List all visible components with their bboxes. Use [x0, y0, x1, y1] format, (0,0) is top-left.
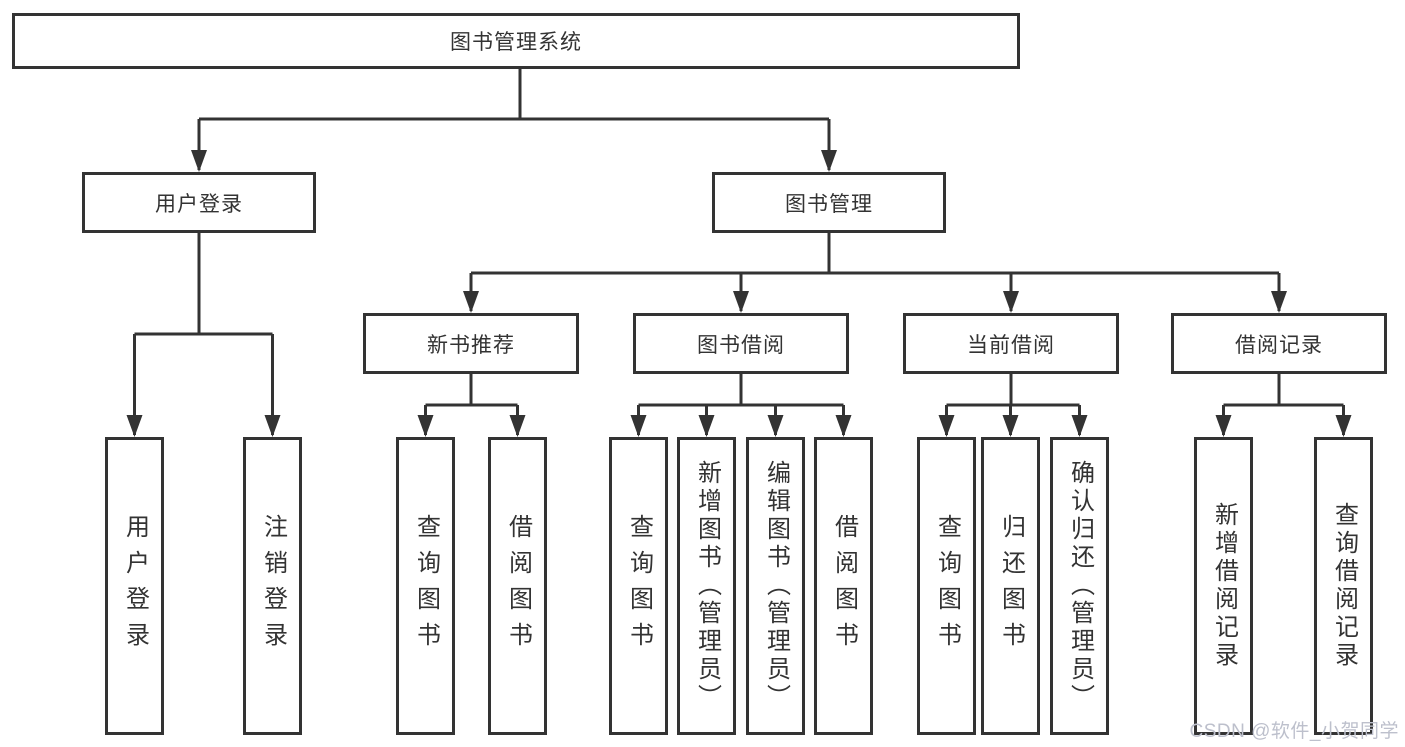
- leaf-node-label: 归还图书: [997, 514, 1025, 658]
- arrow-down-icon: [463, 291, 479, 313]
- leaf-node-label: 新增图书（管理员）: [693, 460, 721, 712]
- leaf-node-label: 注销登录: [259, 514, 287, 658]
- leaf-node-label: 确认归还（管理员）: [1066, 460, 1094, 712]
- node-book-management: 图书管理: [712, 172, 946, 233]
- watermark: CSDN @软件_小贺同学: [1189, 721, 1399, 742]
- leaf-node: 查询借阅记录: [1314, 437, 1373, 735]
- leaf-node: 查询图书: [917, 437, 976, 735]
- arrow-down-icon: [264, 415, 281, 437]
- arrow-down-icon: [1271, 291, 1287, 313]
- arrow-down-icon: [417, 415, 434, 437]
- leaf-node-label: 查询图书: [625, 514, 653, 658]
- node-new-book-recommendation: 新书推荐: [363, 313, 579, 374]
- leaf-node-label: 查询借阅记录: [1330, 502, 1358, 670]
- node-user-login: 用户登录: [82, 172, 316, 233]
- leaf-node: 归还图书: [981, 437, 1040, 735]
- connector-book-management-children: [469, 233, 1281, 311]
- leaf-node-label: 查询图书: [412, 514, 440, 658]
- arrow-down-icon: [1215, 415, 1232, 437]
- connector-user-login-children: [133, 233, 274, 435]
- arrow-down-icon: [630, 415, 647, 437]
- arrow-down-icon: [767, 415, 784, 437]
- node-book-management-label: 图书管理: [785, 192, 873, 216]
- arrow-down-icon: [698, 415, 715, 437]
- leaf-node: 借阅图书: [814, 437, 873, 735]
- arrow-down-icon: [1335, 415, 1352, 437]
- node-root: 图书管理系统: [12, 13, 1020, 69]
- leaf-node: 新增图书（管理员）: [677, 437, 736, 735]
- node-borrowing-records-label: 借阅记录: [1235, 333, 1323, 357]
- leaf-node-label: 查询图书: [933, 514, 961, 658]
- arrow-down-icon: [835, 415, 852, 437]
- node-current-borrowing-label: 当前借阅: [967, 333, 1055, 357]
- node-book-borrowing: 图书借阅: [633, 313, 849, 374]
- leaf-node: 借阅图书: [488, 437, 547, 735]
- leaf-node: 用户登录: [105, 437, 164, 735]
- connector-borrow-record-children: [1222, 374, 1345, 435]
- leaf-node: 确认归还（管理员）: [1050, 437, 1109, 735]
- leaf-node-label: 新增借阅记录: [1210, 502, 1238, 670]
- node-new-book-recommendation-label: 新书推荐: [427, 333, 515, 357]
- arrow-down-icon: [1071, 415, 1088, 437]
- arrowhead-icons: [126, 150, 1352, 437]
- leaf-node: 新增借阅记录: [1194, 437, 1253, 735]
- arrow-down-icon: [509, 415, 526, 437]
- leaf-node-label: 编辑图书（管理员）: [762, 460, 790, 712]
- arrow-down-icon: [938, 415, 955, 437]
- node-borrowing-records: 借阅记录: [1171, 313, 1387, 374]
- node-user-login-label: 用户登录: [155, 192, 243, 216]
- arrow-down-icon: [126, 415, 143, 437]
- arrow-down-icon: [191, 150, 207, 172]
- node-current-borrowing: 当前借阅: [903, 313, 1119, 374]
- leaf-node-label: 借阅图书: [830, 514, 858, 658]
- arrow-down-icon: [733, 291, 749, 313]
- connector-root-to-level2: [197, 69, 831, 170]
- arrow-down-icon: [821, 150, 837, 172]
- node-book-borrowing-label: 图书借阅: [697, 333, 785, 357]
- leaf-node-label: 用户登录: [121, 514, 149, 658]
- leaf-node: 查询图书: [396, 437, 455, 735]
- connector-new-book-children: [424, 374, 519, 435]
- node-root-label: 图书管理系统: [450, 31, 582, 54]
- leaf-node: 查询图书: [609, 437, 668, 735]
- leaf-node: 注销登录: [243, 437, 302, 735]
- arrow-down-icon: [1002, 415, 1019, 437]
- arrow-down-icon: [1003, 291, 1019, 313]
- leaf-node-label: 借阅图书: [504, 514, 532, 658]
- leaf-node: 编辑图书（管理员）: [746, 437, 805, 735]
- connector-book-borrow-children: [637, 374, 845, 435]
